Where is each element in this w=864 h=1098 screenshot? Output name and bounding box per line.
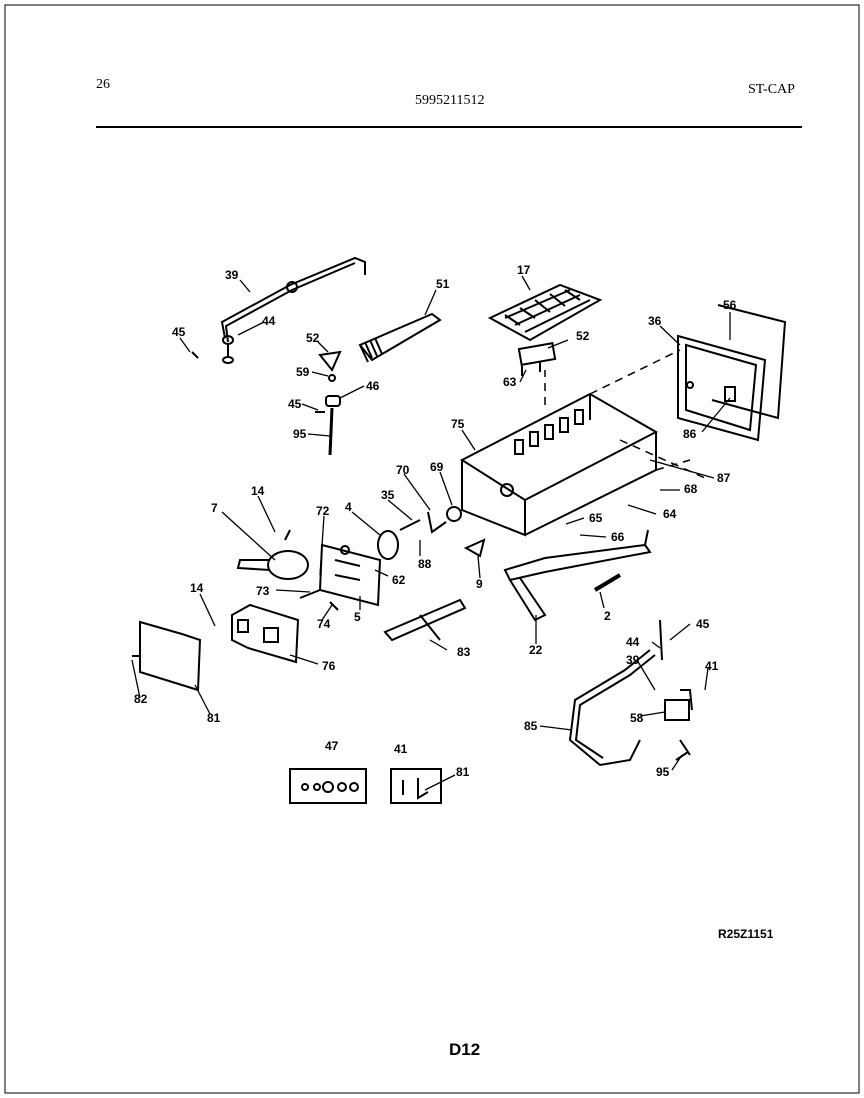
shroud-arm-part bbox=[503, 529, 652, 622]
callout-86: 86 bbox=[683, 427, 697, 441]
callout-44: 44 bbox=[262, 314, 276, 328]
shutoff-arm-part bbox=[463, 538, 486, 558]
ice-mold-tray-part bbox=[487, 283, 603, 342]
callout-64: 64 bbox=[663, 507, 677, 521]
mold-heater-part bbox=[517, 342, 557, 376]
part-number: 5995211512 bbox=[415, 93, 485, 108]
callout-39: 39 bbox=[225, 268, 239, 282]
kit-47-box bbox=[289, 768, 367, 804]
callout-51: 51 bbox=[436, 277, 450, 291]
callout-4: 4 bbox=[345, 500, 352, 514]
callout-46: 46 bbox=[366, 379, 380, 393]
callout-72: 72 bbox=[316, 504, 330, 518]
callout-87: 87 bbox=[717, 471, 731, 485]
drive-motor-part bbox=[236, 529, 309, 580]
callout-95b: 95 bbox=[656, 765, 670, 779]
callout-leaders bbox=[131, 275, 731, 791]
page-border bbox=[4, 4, 860, 1094]
callout-labels: 39 44 45 51 52 59 46 45 95 17 52 63 36 5… bbox=[134, 263, 737, 779]
callout-52: 52 bbox=[306, 331, 320, 345]
lever-parts bbox=[191, 350, 342, 456]
callout-95: 95 bbox=[293, 427, 307, 441]
page-code: D12 bbox=[449, 1040, 481, 1059]
callout-62: 62 bbox=[392, 573, 406, 587]
drive-gear-part bbox=[377, 506, 462, 560]
callout-74: 74 bbox=[317, 617, 331, 631]
callout-47: 47 bbox=[325, 739, 339, 753]
callout-65: 65 bbox=[589, 511, 603, 525]
callout-69: 69 bbox=[430, 460, 444, 474]
front-cover-part bbox=[132, 620, 202, 692]
page-number: 26 bbox=[96, 77, 110, 92]
callout-35: 35 bbox=[381, 488, 395, 502]
switch-assembly-part bbox=[231, 589, 339, 664]
callout-17: 17 bbox=[517, 263, 531, 277]
callout-76: 76 bbox=[322, 659, 336, 673]
callout-22: 22 bbox=[529, 643, 543, 657]
callout-41b: 41 bbox=[394, 742, 408, 756]
drawing-code: R25Z1151 bbox=[718, 927, 774, 941]
callout-5: 5 bbox=[354, 610, 361, 624]
callout-14: 14 bbox=[251, 484, 265, 498]
callout-56: 56 bbox=[723, 298, 737, 312]
callout-73: 73 bbox=[256, 584, 270, 598]
callout-81b: 81 bbox=[456, 765, 470, 779]
water-valve-part bbox=[568, 619, 693, 767]
kit-41-box bbox=[390, 768, 442, 804]
callout-9: 9 bbox=[476, 577, 483, 591]
callout-85: 85 bbox=[524, 719, 538, 733]
wiring-harness-part bbox=[383, 598, 467, 642]
callout-45: 45 bbox=[172, 325, 186, 339]
callout-14b: 14 bbox=[190, 581, 204, 595]
callout-45c: 45 bbox=[696, 617, 710, 631]
callout-82: 82 bbox=[134, 692, 148, 706]
callout-68: 68 bbox=[684, 482, 698, 496]
bail-arm-part bbox=[220, 256, 366, 364]
callout-81: 81 bbox=[207, 711, 221, 725]
callout-83: 83 bbox=[457, 645, 471, 659]
callout-39b: 39 bbox=[626, 653, 640, 667]
callout-7: 7 bbox=[211, 501, 218, 515]
model-code: ST-CAP bbox=[748, 82, 795, 97]
ejector-blade-part bbox=[358, 312, 442, 363]
callout-36: 36 bbox=[648, 314, 662, 328]
callout-59: 59 bbox=[296, 365, 310, 379]
callout-45b: 45 bbox=[288, 397, 302, 411]
callout-52b: 52 bbox=[576, 329, 590, 343]
callout-75: 75 bbox=[451, 417, 465, 431]
callout-70: 70 bbox=[396, 463, 410, 477]
callout-88: 88 bbox=[418, 557, 432, 571]
callout-63: 63 bbox=[503, 375, 517, 389]
rear-cover-part bbox=[677, 304, 787, 442]
callout-66: 66 bbox=[611, 530, 625, 544]
header-rule bbox=[96, 126, 802, 128]
callout-41: 41 bbox=[705, 659, 719, 673]
ice-bin-housing-part bbox=[459, 392, 659, 537]
callout-2: 2 bbox=[604, 609, 611, 623]
callout-44b: 44 bbox=[626, 635, 640, 649]
callout-58: 58 bbox=[630, 711, 644, 725]
control-module-part bbox=[318, 543, 382, 607]
